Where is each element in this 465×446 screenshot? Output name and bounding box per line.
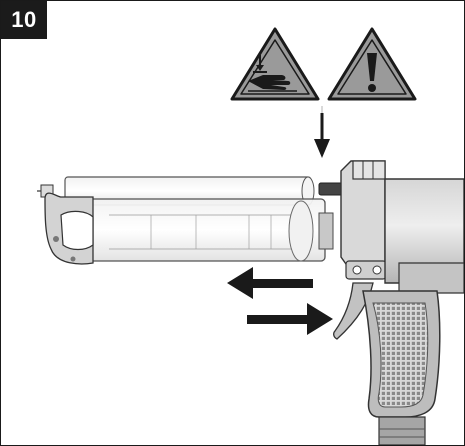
step-number-badge: 10 bbox=[1, 1, 47, 39]
arrow-right-icon bbox=[247, 303, 333, 335]
dispenser-body bbox=[384, 178, 464, 294]
dispenser-head bbox=[318, 160, 387, 280]
front-cartridge bbox=[86, 198, 334, 262]
hand-crush-warning-icon bbox=[230, 27, 320, 101]
exclamation-warning-icon bbox=[327, 27, 417, 101]
step-number: 10 bbox=[11, 7, 37, 32]
handle bbox=[362, 290, 441, 445]
front-nozzle-cap bbox=[37, 184, 94, 265]
arrow-down-icon bbox=[314, 106, 330, 158]
arrow-left-icon bbox=[227, 267, 313, 299]
